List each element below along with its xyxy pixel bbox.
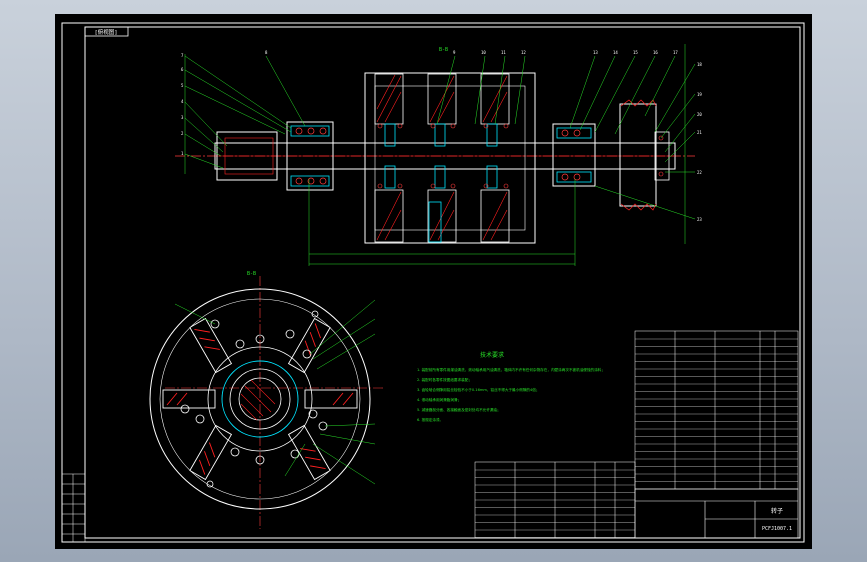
title-block xyxy=(634,488,799,539)
svg-text:8: 8 xyxy=(265,50,268,55)
svg-text:2: 2 xyxy=(181,131,184,136)
svg-text:12: 12 xyxy=(521,50,526,55)
notes-title: 技术要求 xyxy=(480,351,504,359)
technical-notes: 技术要求 1. 装配前所有零件用煤油清洗，滚动轴承用汽油清洗，箱体内不许有任何杂… xyxy=(417,351,605,422)
svg-text:6: 6 xyxy=(181,67,184,72)
inner-frame xyxy=(84,26,801,539)
drawing-code: PCFJ1007.1 xyxy=(762,526,792,532)
svg-text:4: 4 xyxy=(181,99,184,104)
svg-text:21: 21 xyxy=(697,130,702,135)
cad-drawing-viewport[interactable]: [俯视图] xyxy=(55,14,812,549)
note-line-6: 6. 按规定涂漆。 xyxy=(417,417,443,422)
svg-text:14: 14 xyxy=(613,50,618,55)
svg-text:10: 10 xyxy=(481,50,486,55)
svg-text:17: 17 xyxy=(673,50,678,55)
svg-text:23: 23 xyxy=(697,217,702,222)
svg-text:1: 1 xyxy=(181,151,184,156)
rotor-cross-section: B-B xyxy=(149,271,385,529)
svg-text:5: 5 xyxy=(181,83,184,88)
part-name: 转子 xyxy=(771,507,783,515)
drawing-canvas: [俯视图] xyxy=(61,22,805,543)
svg-text:19: 19 xyxy=(697,92,702,97)
svg-text:9: 9 xyxy=(453,50,456,55)
svg-text:22: 22 xyxy=(697,170,702,175)
svg-text:7: 7 xyxy=(181,53,184,58)
section-label-bottom: B-B xyxy=(247,271,256,277)
parts-list-right xyxy=(634,330,799,490)
note-line-4: 4. 滚动轴承用润滑脂润滑； xyxy=(417,397,461,402)
svg-text:13: 13 xyxy=(593,50,598,55)
svg-text:16: 16 xyxy=(653,50,658,55)
svg-text:11: 11 xyxy=(501,50,506,55)
svg-text:20: 20 xyxy=(697,112,702,117)
svg-text:18: 18 xyxy=(697,62,702,67)
svg-text:3: 3 xyxy=(181,115,184,120)
revision-block xyxy=(61,473,86,543)
note-line-5: 5. 减速器剖分面、各接触面及密封处均不允许漏油； xyxy=(417,407,501,412)
note-line-2: 2. 装配时各零件按图纸要求装配； xyxy=(417,377,472,382)
top-tag: [俯视图] xyxy=(94,28,117,36)
outer-frame xyxy=(61,22,805,543)
note-line-3: 3. 齿轮啮合侧隙用铅丝检验不小于0.16mm，铅丝不得大于最小侧隙的4倍； xyxy=(417,387,539,392)
section-label-top: B-B xyxy=(439,47,448,53)
svg-text:15: 15 xyxy=(633,50,638,55)
note-line-1: 1. 装配前所有零件用煤油清洗，滚动轴承用汽油清洗，箱体内不许有任何杂物存在，内… xyxy=(417,367,605,372)
